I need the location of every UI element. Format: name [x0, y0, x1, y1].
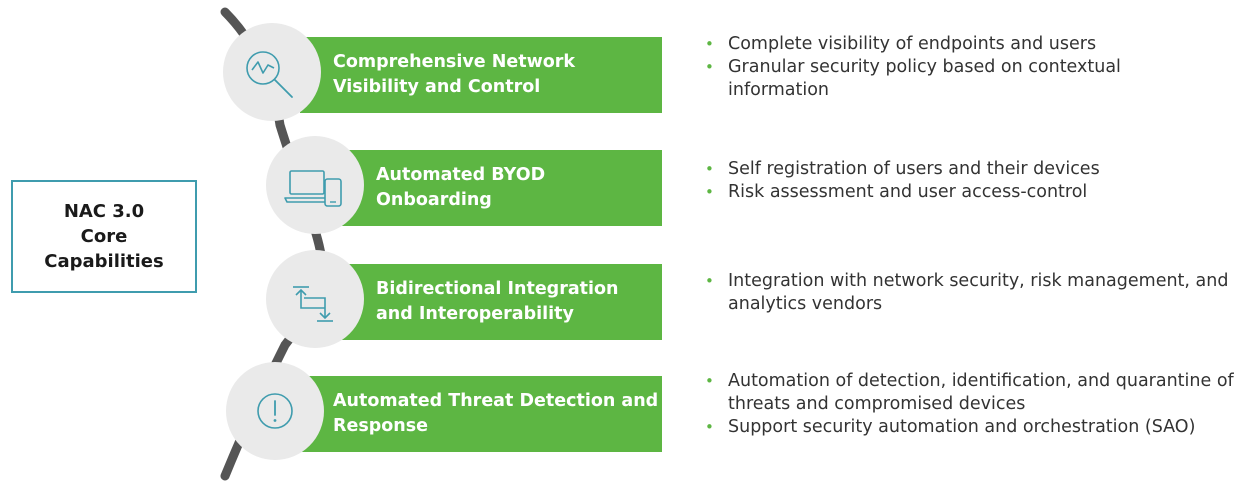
capability-title-line2: Visibility and Control: [333, 77, 541, 97]
magnifier-chart-icon: [246, 51, 293, 98]
capability-title-line2: Onboarding: [376, 190, 492, 210]
core-capabilities-box: NAC 3.0 Core Capabilities: [11, 180, 197, 293]
capability-bullets: •Automation of detection, identification…: [701, 370, 1241, 439]
core-title-line2: Core: [80, 226, 128, 247]
capability-icon-circle: [223, 23, 321, 121]
capability-title-line1: Automated Threat Detection and: [333, 391, 659, 411]
list-item: •Automation of detection, identification…: [705, 371, 1234, 414]
alert-icon: [257, 393, 293, 429]
core-title-line3: Capabilities: [44, 251, 164, 272]
capability-banner-threat-detection: Automated Threat Detection and Response: [300, 376, 662, 452]
bidirectional-arrows-icon: [293, 286, 333, 322]
capability-bullets: •Integration with network security, risk…: [701, 270, 1241, 316]
laptop-phone-icon: [284, 170, 342, 207]
capability-title-line2: and Interoperability: [376, 304, 574, 324]
capability-bullets: •Complete visibility of endpoints and us…: [701, 33, 1171, 102]
list-item: •Risk assessment and user access-control: [705, 182, 1088, 202]
capability-banner-network-visibility: Comprehensive Network Visibility and Con…: [300, 37, 662, 113]
capability-icon-circle: [226, 362, 324, 460]
capability-title-line1: Comprehensive Network: [333, 52, 576, 72]
list-item: •Self registration of users and their de…: [705, 159, 1100, 179]
core-title-line1: NAC 3.0: [63, 201, 145, 222]
capability-icon-circle: [266, 136, 364, 234]
capability-banner-byod-onboarding: Automated BYOD Onboarding: [340, 150, 662, 226]
capability-title-line1: Automated BYOD: [376, 165, 546, 185]
capability-title-line1: Bidirectional Integration: [376, 279, 619, 299]
capability-title-line2: Response: [333, 416, 429, 436]
capability-banner-bidirectional-integration: Bidirectional Integration and Interopera…: [340, 264, 662, 340]
list-item: •Granular security policy based on conte…: [705, 57, 1121, 100]
list-item: •Integration with network security, risk…: [705, 271, 1229, 314]
list-item: •Support security automation and orchest…: [705, 417, 1196, 437]
capability-icon-circle: [266, 250, 364, 348]
list-item: •Complete visibility of endpoints and us…: [705, 34, 1097, 54]
capability-bullets: •Self registration of users and their de…: [701, 158, 1171, 204]
